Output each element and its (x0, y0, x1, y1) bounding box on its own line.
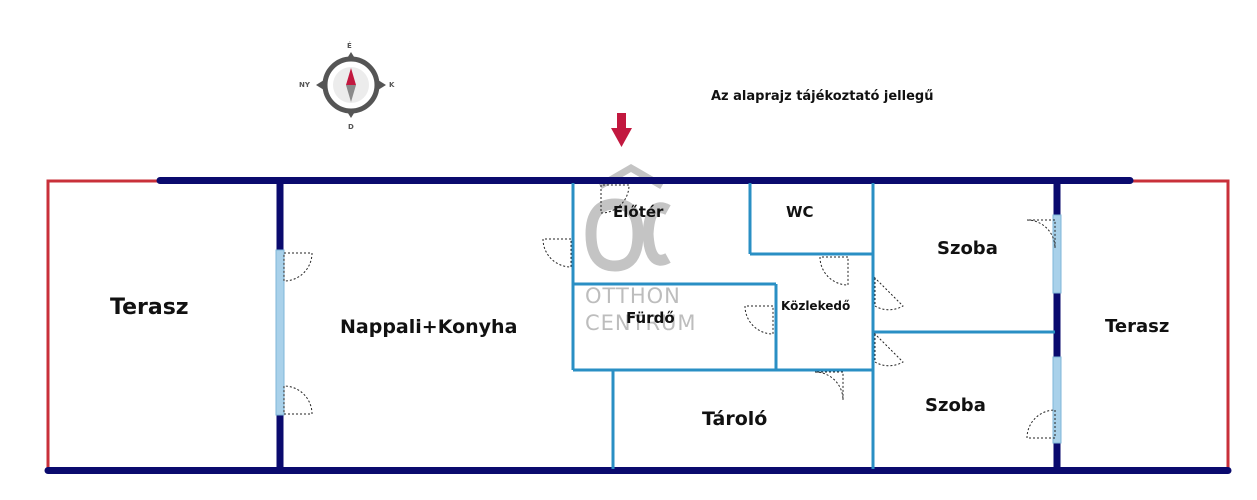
room-label-living-kitchen: Nappali+Konyha (340, 316, 518, 338)
room-label-terrace-left: Terasz (110, 295, 189, 320)
watermark-line2: CENTRUM (585, 311, 697, 335)
compass-west-label: NY (299, 81, 310, 89)
outer-walls (44, 177, 1232, 474)
entrance-arrow-icon (611, 113, 632, 147)
compass-south-label: D (348, 123, 354, 131)
room-label-corridor: Közlekedő (781, 299, 851, 313)
room-label-room-upper: Szoba (937, 238, 998, 259)
terrace-outlines (46, 179, 1230, 470)
compass-east-label: K (389, 81, 395, 89)
room-label-terrace-right: Terasz (1105, 316, 1170, 337)
windows (275, 214, 1062, 444)
room-label-hall: Előtér (613, 203, 664, 221)
plan-notice: Az alaprajz tájékoztató jellegű (711, 89, 934, 104)
room-label-room-lower: Szoba (925, 395, 986, 416)
room-label-wc: WC (786, 203, 814, 221)
watermark-line1: OTTHON (585, 284, 681, 308)
room-label-storage: Tároló (702, 408, 768, 430)
compass-icon (316, 52, 386, 118)
door-swings (283, 184, 1056, 439)
compass-north-label: É (347, 42, 352, 50)
inner-walls (571, 183, 1055, 469)
watermark-logo-text: OC (620, 260, 624, 261)
room-label-bathroom: Fürdő (626, 309, 675, 327)
